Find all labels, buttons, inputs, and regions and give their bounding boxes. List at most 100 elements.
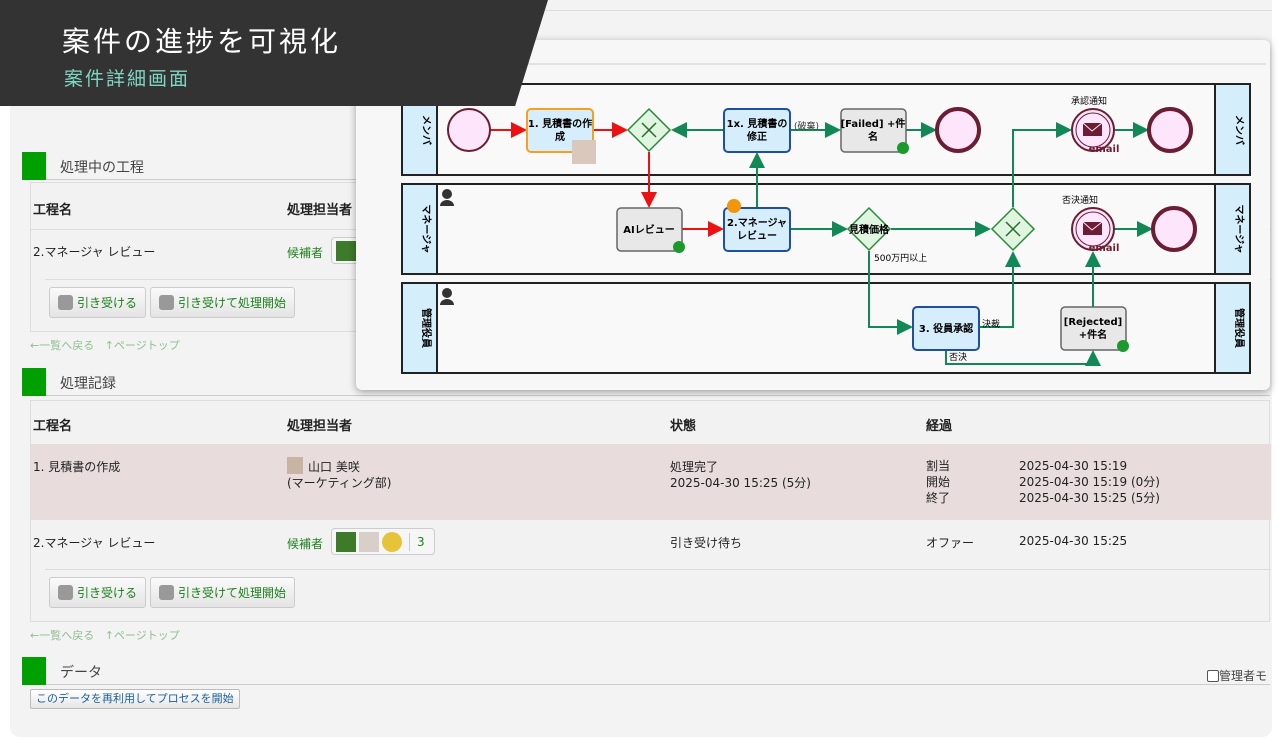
start-event	[447, 108, 491, 152]
accept-start-icon	[159, 585, 174, 600]
svg-text:マネージャ: マネージャ	[420, 204, 432, 253]
svg-text:email: email	[1089, 144, 1120, 155]
svg-text:マネージャ: マネージャ	[1233, 204, 1245, 253]
section-marker	[22, 657, 46, 685]
task-executive-approval[interactable]: 3. 役員承認 決裁 否決	[912, 306, 1000, 363]
section-title: データ	[60, 665, 102, 681]
script-badge-icon	[1117, 340, 1129, 352]
gateway-price: 見積価格 500万円以上	[846, 206, 927, 264]
avatar	[336, 531, 356, 552]
end-event	[1151, 206, 1197, 252]
back-to-list-link[interactable]: ←一覧へ戻る	[30, 339, 95, 352]
avatar	[287, 457, 303, 474]
svg-text:email: email	[1089, 243, 1120, 254]
script-badge-icon	[897, 142, 909, 154]
candidate-label: 候補者	[287, 537, 324, 551]
avatar	[382, 531, 402, 552]
process-name: 2.マネージャ レビュー	[33, 245, 156, 259]
page-top-link[interactable]: ↑ページトップ	[104, 629, 180, 642]
page-top-link[interactable]: ↑ページトップ	[104, 339, 180, 352]
accept-icon	[58, 585, 73, 600]
accept-start-icon	[159, 295, 174, 310]
section-data: データ	[22, 657, 1270, 685]
svg-text:名: 名	[868, 130, 878, 143]
svg-text:決裁: 決裁	[982, 318, 1000, 330]
svg-text:否決通知: 否決通知	[1062, 194, 1098, 206]
svg-text:500万円以上: 500万円以上	[874, 253, 927, 264]
status: 引き受け待ち	[670, 536, 743, 550]
svg-text:メンバ: メンバ	[420, 115, 432, 145]
gateway-exclusive	[990, 206, 1036, 252]
svg-text:見積価格: 見積価格	[848, 223, 890, 236]
svg-text:AIレビュー: AIレビュー	[623, 223, 674, 236]
col-header-progress: 経過	[926, 419, 953, 434]
candidate-count: 3	[417, 534, 425, 549]
user-icon	[442, 189, 452, 199]
progress-time: 2025-04-30 15:25	[1019, 534, 1128, 548]
records-table: 工程名 処理担当者 状態 経過 1. 見積書の作成 山口 美咲 (マーケティング…	[30, 400, 1271, 622]
email-event-reject: email 否決通知	[1062, 194, 1119, 254]
status: 処理完了	[670, 460, 719, 474]
col-header-name: 工程名	[33, 419, 73, 434]
svg-text:修正: 修正	[746, 130, 767, 143]
process-name: 2.マネージャ レビュー	[33, 536, 156, 550]
svg-text:1x. 見積書の: 1x. 見積書の	[727, 117, 788, 130]
reuse-data-button[interactable]: このデータを再利用してプロセスを開始	[30, 689, 240, 709]
accept-start-button[interactable]: 引き受けて処理開始	[150, 287, 296, 318]
svg-text:レビュー: レビュー	[737, 229, 777, 242]
end-event	[1147, 107, 1193, 153]
section-records: 処理記録	[22, 368, 1270, 396]
avatar	[336, 240, 356, 261]
email-event-approve: email 承認通知	[1071, 95, 1119, 155]
progress-label: オファー	[926, 536, 975, 550]
svg-text:[Failed] +件: [Failed] +件	[841, 117, 906, 130]
banner-title: 案件の進捗を可視化	[62, 25, 342, 58]
col-header-name: 工程名	[33, 203, 73, 218]
accept-button[interactable]: 引き受ける	[49, 287, 147, 318]
svg-text:否決: 否決	[949, 351, 967, 363]
user-icon	[442, 288, 452, 298]
svg-text:管理役員: 管理役員	[420, 308, 433, 348]
divider	[545, 10, 1272, 11]
avatar	[359, 531, 379, 552]
title-banner: 案件の進捗を可視化 案件詳細画面	[0, 0, 548, 106]
sequence-flows	[490, 122, 1153, 366]
task-ai-review[interactable]: AIレビュー	[616, 207, 685, 253]
svg-text:承認通知: 承認通知	[1071, 95, 1107, 107]
section-marker	[22, 368, 46, 396]
gateway-exclusive	[626, 107, 672, 153]
task-manager-review[interactable]: 2.マネージャ レビュー	[723, 199, 791, 252]
svg-text:(破棄): (破棄)	[794, 120, 819, 132]
assignee-name[interactable]: 山口 美咲	[308, 460, 360, 474]
task-failed[interactable]: [Failed] +件 名	[840, 108, 909, 154]
current-token-icon	[727, 199, 741, 213]
admin-mode-checkbox[interactable]: 管理者モ	[1207, 667, 1267, 684]
svg-text:2.マネージャ: 2.マネージャ	[727, 217, 787, 229]
process-name: 1. 見積書の作成	[33, 460, 121, 474]
candidate-label: 候補者	[287, 246, 324, 260]
avatar	[572, 140, 596, 164]
svg-text:メンバ: メンバ	[1233, 115, 1245, 145]
banner-subtitle: 案件詳細画面	[64, 68, 191, 90]
col-header-assignee: 処理担当者	[287, 419, 353, 434]
svg-text:+件名: +件名	[1079, 328, 1107, 341]
back-to-list-link[interactable]: ←一覧へ戻る	[30, 629, 95, 642]
candidate-list[interactable]: 3	[331, 528, 435, 555]
svg-text:成: 成	[555, 130, 565, 143]
col-header-assignee: 処理担当者	[287, 203, 353, 218]
accept-start-button[interactable]: 引き受けて処理開始	[150, 577, 296, 608]
svg-text:[Rejected]: [Rejected]	[1064, 317, 1122, 328]
svg-text:1. 見積書の作: 1. 見積書の作	[528, 117, 592, 130]
task-rejected[interactable]: [Rejected] +件名	[1060, 306, 1129, 352]
accept-button[interactable]: 引き受ける	[49, 577, 147, 608]
task-estimate-fix[interactable]: 1x. 見積書の 修正 (破棄)	[723, 108, 819, 153]
status-time: 2025-04-30 15:25 (5分)	[670, 476, 811, 490]
svg-text:3. 役員承認: 3. 役員承認	[919, 322, 973, 335]
accept-icon	[58, 295, 73, 310]
svg-text:管理役員: 管理役員	[1233, 308, 1246, 348]
section-title: 処理記録	[60, 376, 116, 392]
end-event	[935, 107, 981, 153]
task-estimate-create[interactable]: 1. 見積書の作 成	[526, 108, 596, 164]
